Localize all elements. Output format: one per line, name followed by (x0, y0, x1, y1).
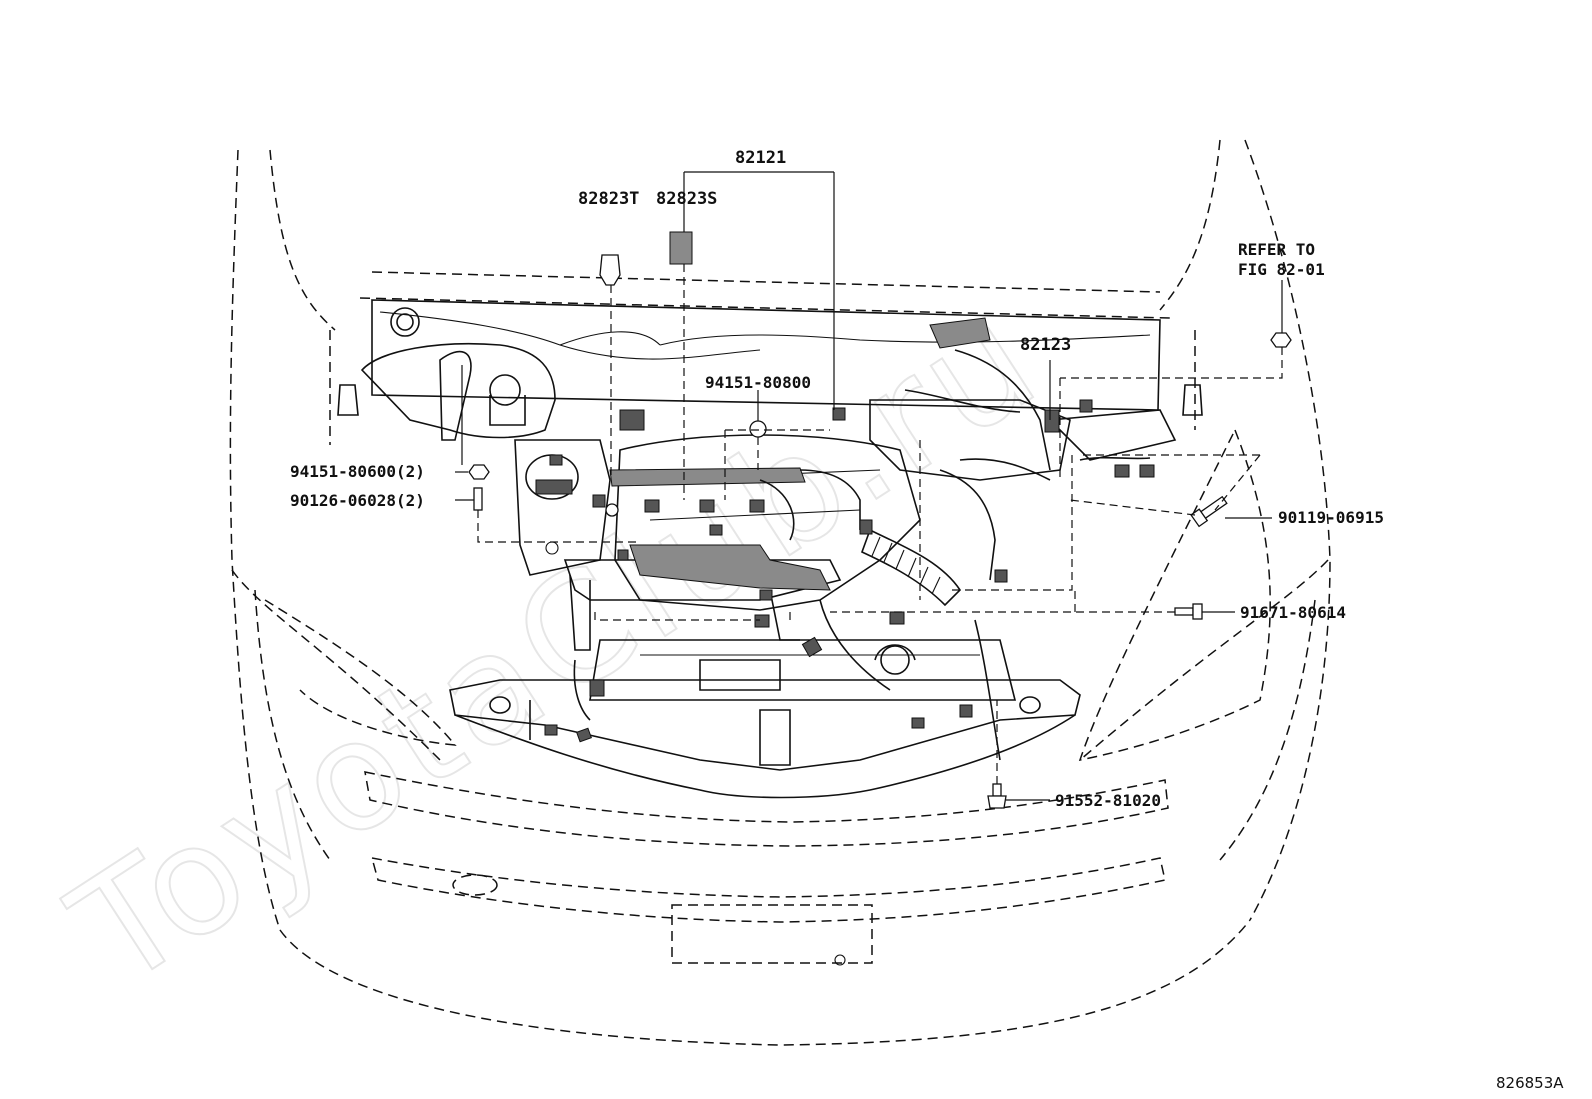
callout-94151-80800: 94151-80800 (705, 373, 811, 392)
callout-90119-06915: 90119-06915 (1278, 508, 1384, 527)
vehicle-body-outline (229, 139, 1331, 1046)
nut-refer-fig-icon (1270, 332, 1292, 348)
relay-82823s-icon (669, 231, 693, 265)
clip-82823t-icon (599, 254, 621, 286)
callout-refer-to: REFER TO (1238, 240, 1315, 259)
callout-90126-06028: 90126-06028(2) (290, 491, 425, 510)
callout-82823s: 82823S (656, 189, 717, 209)
nut-94151-80800-icon (749, 420, 767, 438)
callout-91671-80614: 91671-80614 (1240, 603, 1346, 622)
callout-82121: 82121 (735, 148, 786, 168)
callout-82123: 82123 (1020, 335, 1071, 355)
callout-91552-81020: 91552-81020 (1055, 791, 1161, 810)
leader-lines (455, 171, 1283, 801)
callout-refer-fig: FIG 82-01 (1238, 260, 1325, 279)
parts (468, 231, 1292, 809)
wire-harness (544, 317, 1155, 761)
bolt-90119-06915-icon (1190, 495, 1228, 528)
bolt-91671-80614-icon (1174, 603, 1203, 620)
illustration-code: 826853A (1496, 1074, 1564, 1092)
callout-82823t: 82823T (578, 189, 639, 209)
bolt-91552-81020-icon (987, 783, 1007, 809)
nut-94151-80600-icon (468, 464, 490, 480)
callout-94151-80600: 94151-80600(2) (290, 462, 425, 481)
engine-bay (337, 299, 1203, 799)
callouts: 82121 82823T 82823S REFER TO FIG 82-01 8… (290, 148, 1564, 1092)
stud-90126-06028-icon (473, 487, 483, 511)
